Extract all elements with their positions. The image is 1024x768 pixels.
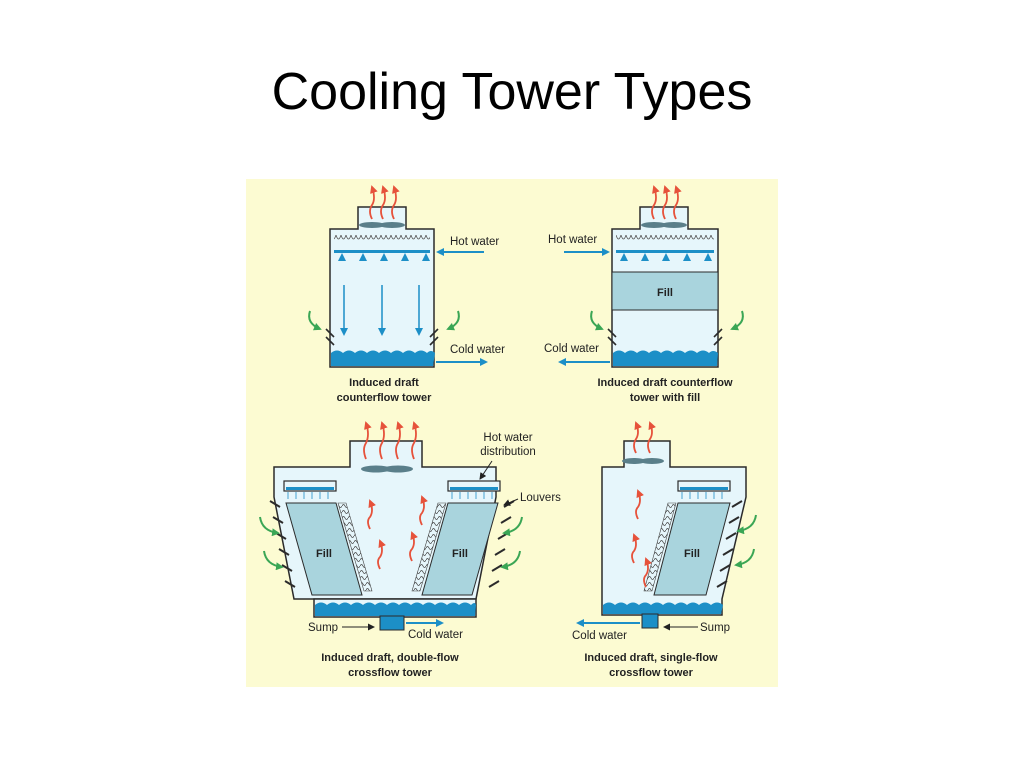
fill-right-label: Fill	[452, 548, 468, 560]
fill-label: Fill	[684, 548, 700, 560]
hot-air-arrow-icon	[369, 185, 378, 220]
cold-air-arrow-icon	[500, 550, 521, 571]
fill-label: Fill	[657, 287, 673, 299]
cold-water-label: Cold water	[450, 344, 505, 356]
fill-media	[421, 502, 499, 596]
fan-icon	[359, 222, 405, 228]
caption-line-1: Induced draft	[349, 377, 419, 389]
cold-air-arrow-icon	[308, 310, 322, 331]
cooling-tower-diagram: Hot water Cold water Induced draft count…	[246, 179, 778, 687]
hot-air-arrow-icon	[411, 421, 420, 460]
cold-air-arrow-icon	[259, 516, 280, 537]
hot-air-arrow-icon	[643, 557, 652, 588]
sump-label: Sump	[308, 622, 338, 634]
cold-air-arrow-icon	[263, 550, 284, 571]
hot-air-arrow-icon	[367, 499, 376, 530]
hot-air-arrow-icon	[633, 421, 642, 454]
hot-air-arrow-icon	[363, 421, 372, 460]
caption-line-1: Induced draft counterflow	[597, 377, 733, 389]
cold-water-label: Cold water	[544, 343, 599, 355]
caption-line-2: counterflow tower	[337, 392, 432, 404]
hot-water-label: Hot water	[548, 234, 597, 246]
spray-nozzle-icon	[620, 253, 712, 261]
sump-label: Sump	[700, 622, 730, 634]
fill-media	[611, 271, 719, 311]
cold-air-arrow-icon	[730, 310, 744, 331]
louvers-label: Louvers	[520, 492, 561, 504]
caption-line-2: tower with fill	[630, 392, 700, 404]
tower-counterflow-with-fill: Fill Hot water Cold water Induced draft …	[544, 185, 744, 404]
tower-double-flow-crossflow: Fill Fill Hot water distribution Louvers…	[259, 421, 561, 679]
hot-air-arrow-icon	[419, 495, 428, 526]
fan-icon	[622, 458, 664, 464]
tower-counterflow: Hot water Cold water Induced draft count…	[308, 185, 505, 404]
fill-left-label: Fill	[316, 548, 332, 560]
hot-air-arrow-icon	[647, 421, 656, 454]
fill-media	[285, 502, 363, 596]
hot-air-arrow-icon	[409, 531, 418, 562]
cold-air-arrow-icon	[736, 514, 757, 535]
hot-air-arrow-icon	[635, 489, 644, 520]
hot-air-arrow-icon	[662, 185, 671, 220]
hot-air-arrow-icon	[651, 185, 660, 220]
hot-air-arrow-icon	[631, 533, 640, 564]
hot-air-arrow-icon	[377, 539, 386, 570]
hot-air-arrow-icon	[391, 185, 400, 220]
cold-air-arrow-icon	[734, 548, 755, 569]
tower-single-flow-crossflow: Fill Cold water Sump Induced draft, sing…	[572, 421, 757, 679]
hot-air-arrow-icon	[379, 421, 388, 460]
hot-water-distribution-label-2: distribution	[480, 446, 536, 458]
spray-nozzle-icon	[338, 253, 430, 261]
cold-air-arrow-icon	[446, 310, 460, 331]
hot-air-arrow-icon	[395, 421, 404, 460]
caption-line-1: Induced draft, single-flow	[584, 652, 718, 664]
caption-line-1: Induced draft, double-flow	[321, 652, 459, 664]
fan-icon	[361, 465, 413, 473]
slide-title: Cooling Tower Types	[271, 63, 753, 121]
hot-water-label: Hot water	[450, 236, 499, 248]
fill-media	[653, 502, 731, 596]
cold-water-label: Cold water	[572, 630, 627, 642]
caption-line-2: crossflow tower	[348, 667, 432, 679]
hot-water-distribution-label-1: Hot water	[483, 432, 532, 444]
louvers	[716, 500, 743, 588]
hot-air-arrow-icon	[673, 185, 682, 220]
cold-air-arrow-icon	[502, 516, 523, 537]
fan-icon	[641, 222, 687, 228]
cold-water-label: Cold water	[408, 629, 463, 641]
caption-line-2: crossflow tower	[609, 667, 693, 679]
cold-air-arrow-icon	[590, 310, 604, 331]
hot-air-arrow-icon	[380, 185, 389, 220]
